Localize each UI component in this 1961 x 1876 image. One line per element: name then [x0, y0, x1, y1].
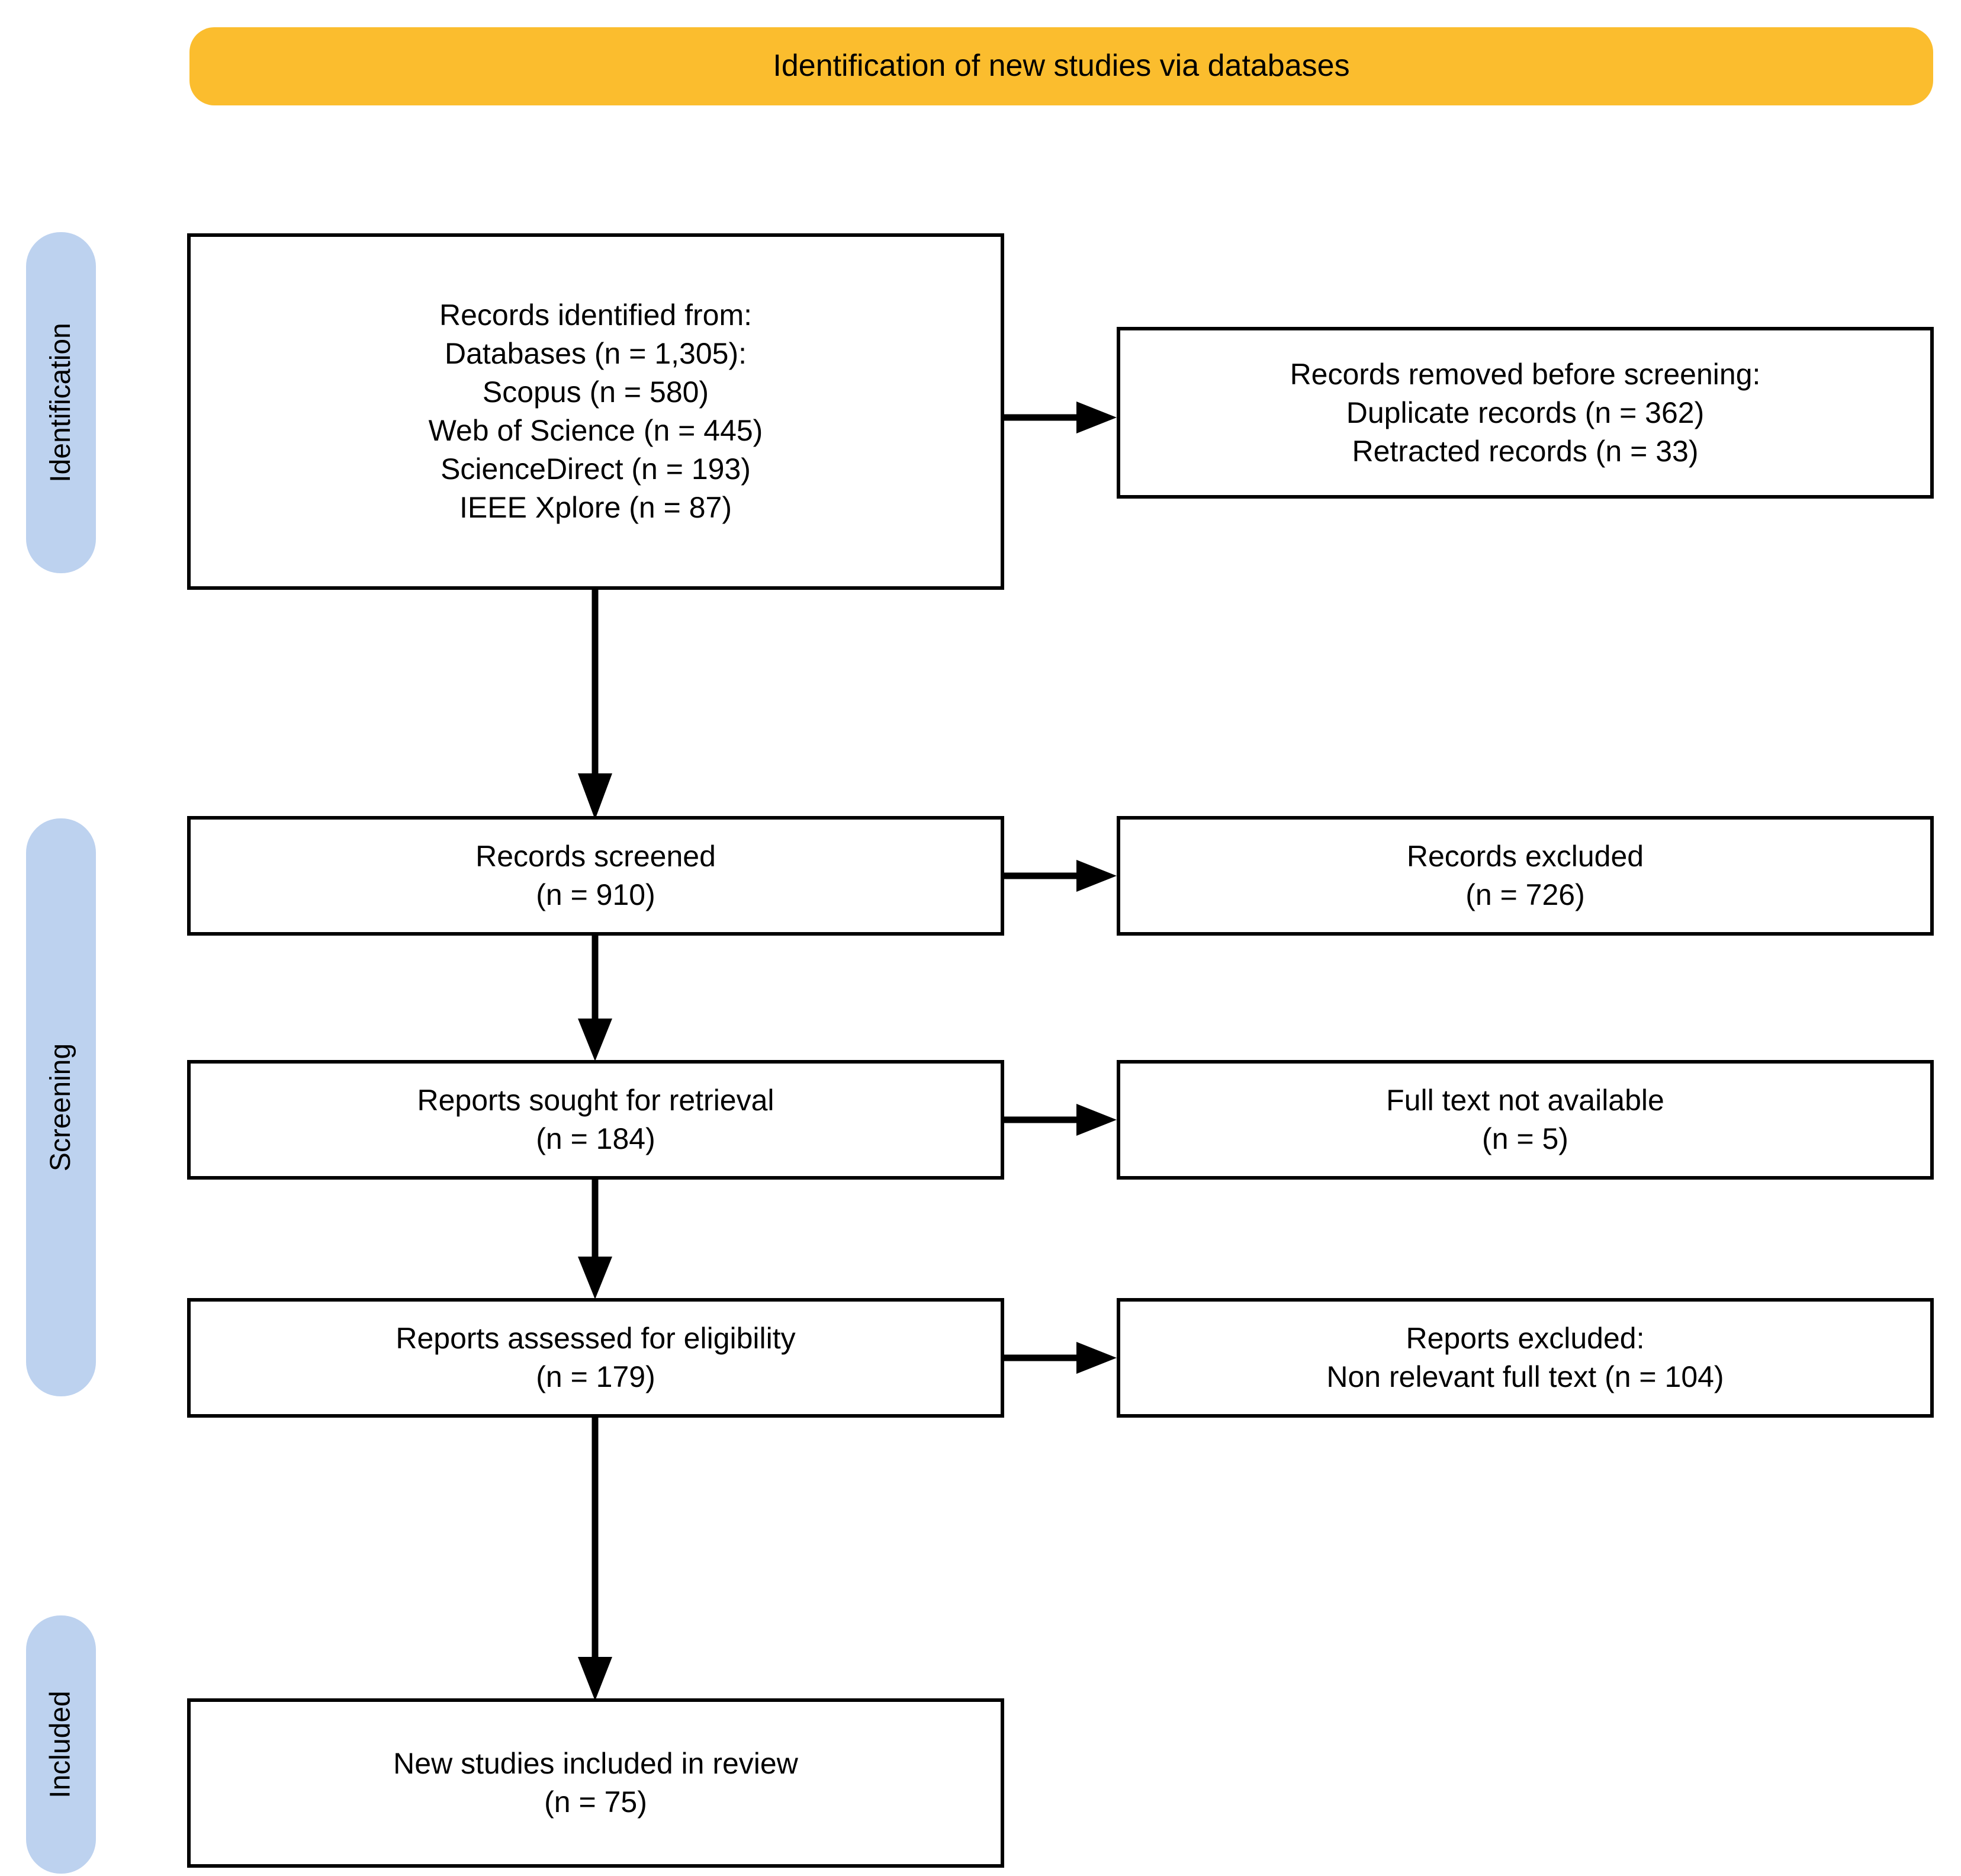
- box-line: (n = 184): [536, 1122, 655, 1155]
- connector-assessed-to-reports-excluded: [1004, 1337, 1123, 1379]
- box-new-studies-included-in-review: New studies included in review (n = 75): [187, 1698, 1004, 1868]
- box-records-screened: Records screened (n = 910): [187, 816, 1004, 936]
- box-line: Records removed before screening:: [1290, 357, 1761, 391]
- stage-tab-identification: Identification: [26, 232, 96, 573]
- box-full-text-not-available: Full text not available (n = 5): [1117, 1060, 1934, 1180]
- connector-assessed-to-new-studies-included: [568, 1416, 622, 1703]
- box-line: (n = 179): [536, 1360, 655, 1393]
- box-line: Reports sought for retrieval: [417, 1084, 774, 1117]
- box-line: Full text not available: [1386, 1084, 1664, 1117]
- box-records-removed-before-screening: Records removed before screening: Duplic…: [1117, 327, 1934, 499]
- box-line: Retracted records (n = 33): [1352, 434, 1699, 468]
- box-line: Databases (n = 1,305):: [444, 337, 747, 370]
- phase-header-identification-databases: Identification of new studies via databa…: [189, 27, 1933, 105]
- box-reports-assessed-for-eligibility: Reports assessed for eligibility (n = 17…: [187, 1298, 1004, 1418]
- box-records-excluded: Records excluded (n = 726): [1117, 816, 1934, 936]
- stage-tab-identification-label: Identification: [45, 323, 77, 483]
- stage-tab-included: Included: [26, 1615, 96, 1874]
- box-line: Duplicate records (n = 362): [1346, 396, 1705, 429]
- connector-identified-to-screened: [568, 589, 622, 822]
- box-line: New studies included in review: [393, 1747, 798, 1780]
- box-line: Records excluded: [1406, 840, 1644, 873]
- box-line: Non relevant full text (n = 104): [1326, 1360, 1724, 1393]
- box-line: Scopus (n = 580): [482, 375, 709, 409]
- box-reports-excluded: Reports excluded: Non relevant full text…: [1117, 1298, 1934, 1418]
- box-line: Records identified from:: [439, 298, 752, 332]
- connector-identified-to-removed: [1004, 397, 1123, 438]
- box-line: Records screened: [475, 840, 716, 873]
- box-line: Web of Science (n = 445): [428, 414, 763, 447]
- connector-sought-to-assessed: [568, 1178, 622, 1302]
- connector-sought-to-full-text-not-available: [1004, 1099, 1123, 1141]
- stage-tab-included-label: Included: [45, 1691, 77, 1798]
- connector-screened-to-excluded: [1004, 855, 1123, 897]
- box-line: (n = 5): [1482, 1122, 1568, 1155]
- stage-tab-screening-label: Screening: [45, 1043, 77, 1172]
- box-reports-sought-for-retrieval: Reports sought for retrieval (n = 184): [187, 1060, 1004, 1180]
- box-line: ScienceDirect (n = 193): [441, 452, 751, 486]
- box-line: (n = 75): [544, 1785, 647, 1819]
- box-line: Reports assessed for eligibility: [396, 1322, 796, 1355]
- box-line: (n = 910): [536, 878, 655, 911]
- box-line: (n = 726): [1465, 878, 1585, 911]
- phase-header-title: Identification of new studies via databa…: [773, 49, 1350, 83]
- stage-tab-screening: Screening: [26, 818, 96, 1396]
- box-records-identified: Records identified from: Databases (n = …: [187, 233, 1004, 590]
- connector-screened-to-sought: [568, 934, 622, 1064]
- box-line: IEEE Xplore (n = 87): [459, 491, 732, 524]
- box-line: Reports excluded:: [1406, 1322, 1645, 1355]
